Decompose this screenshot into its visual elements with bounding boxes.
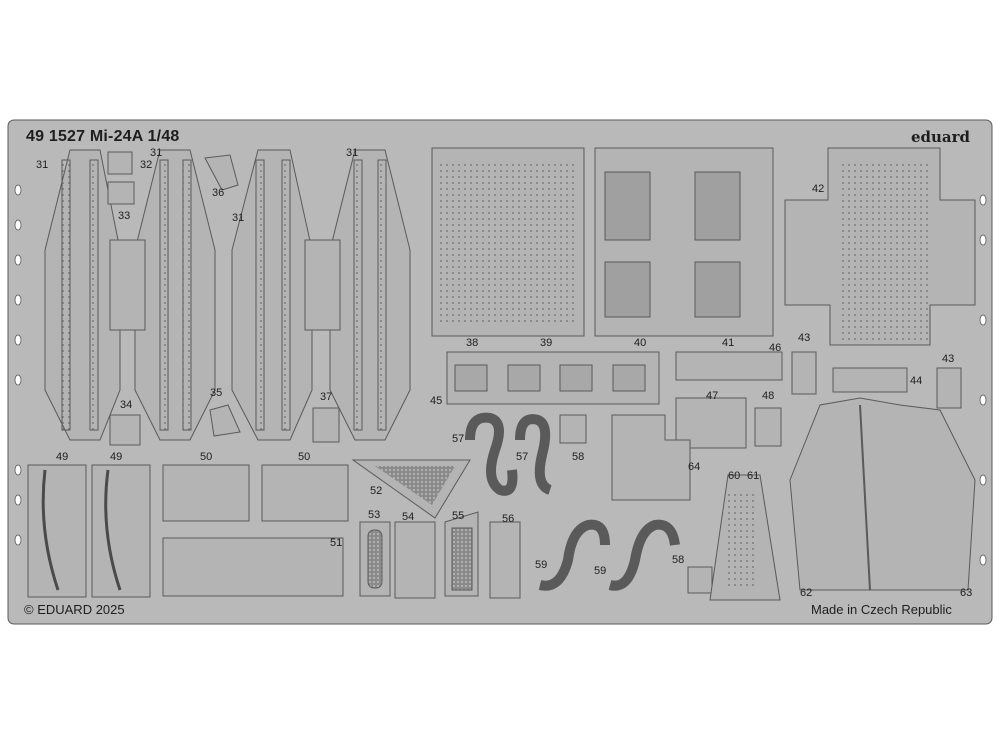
part-label: 61 [747, 470, 760, 482]
part-label: 34 [120, 399, 133, 411]
part-label: 35 [210, 387, 223, 399]
part-34 [109, 414, 141, 446]
part-36 [204, 154, 239, 191]
part-31-b [134, 149, 216, 441]
part-label: 53 [368, 509, 381, 521]
part-label: 59 [535, 559, 548, 571]
part-31-c [231, 149, 313, 441]
part-label: 31 [150, 147, 163, 159]
part-59-b [608, 519, 680, 591]
part-62-63 [789, 397, 976, 591]
part-58-b [687, 566, 713, 594]
part-54 [394, 521, 436, 599]
part-31-bridge [109, 239, 146, 331]
part-label: 44 [910, 375, 923, 387]
part-41 [675, 351, 783, 381]
part-50-a [162, 464, 250, 522]
part-64 [611, 414, 691, 501]
part-51 [162, 537, 344, 597]
part-50-b [261, 464, 349, 522]
part-label: 40 [634, 337, 647, 349]
part-31-d [329, 149, 411, 441]
copyright-text: © EDUARD 2025 [24, 602, 125, 617]
part-label: 49 [56, 451, 69, 463]
part-label: 45 [430, 395, 443, 407]
part-49-a [27, 464, 87, 598]
part-label: 47 [706, 390, 719, 402]
part-label: 60 [728, 470, 741, 482]
part-label: 50 [200, 451, 213, 463]
part-label: 51 [330, 537, 343, 549]
part-44 [832, 367, 908, 393]
part-label: 48 [762, 390, 775, 402]
part-59-a [538, 519, 610, 591]
part-43-a [791, 351, 817, 395]
part-label: 31 [232, 212, 245, 224]
part-label: 54 [402, 511, 415, 523]
brand-logo-text: eduard [910, 128, 970, 146]
part-32 [107, 151, 133, 175]
part-label: 37 [320, 391, 333, 403]
part-label: 32 [140, 159, 153, 171]
part-label: 43 [798, 332, 811, 344]
part-label: 56 [502, 513, 515, 525]
part-label: 38 [466, 337, 479, 349]
part-57-a [465, 412, 518, 496]
part-label: 57 [516, 451, 529, 463]
part-label: 43 [942, 353, 955, 365]
part-label: 46 [769, 342, 782, 354]
part-label: 64 [688, 461, 701, 473]
part-label: 39 [540, 337, 553, 349]
part-label: 59 [594, 565, 607, 577]
part-label: 52 [370, 485, 383, 497]
part-49-b [91, 464, 151, 598]
part-label: 63 [960, 587, 973, 599]
part-label: 58 [572, 451, 585, 463]
part-label: 50 [298, 451, 311, 463]
part-label: 55 [452, 510, 465, 522]
fret-title: 49 1527 Mi-24A 1/48 [26, 128, 180, 145]
part-label: 42 [812, 183, 825, 195]
part-33 [107, 181, 135, 205]
part-43-b [936, 367, 962, 409]
part-label: 41 [722, 337, 735, 349]
part-label: 31 [346, 147, 359, 159]
part-label: 57 [452, 433, 465, 445]
part-58-a [559, 414, 587, 444]
part-56 [489, 521, 521, 599]
part-label: 49 [110, 451, 123, 463]
origin-text: Made in Czech Republic [811, 602, 952, 617]
part-37 [312, 407, 340, 443]
part-label: 31 [36, 159, 49, 171]
part-label: 62 [800, 587, 813, 599]
part-57-b [515, 414, 553, 495]
part-31-bridge-2 [304, 239, 341, 331]
part-label: 36 [212, 187, 225, 199]
part-48 [754, 407, 782, 447]
part-35 [209, 404, 241, 437]
part-label: 58 [672, 554, 685, 566]
part-label: 33 [118, 210, 131, 222]
